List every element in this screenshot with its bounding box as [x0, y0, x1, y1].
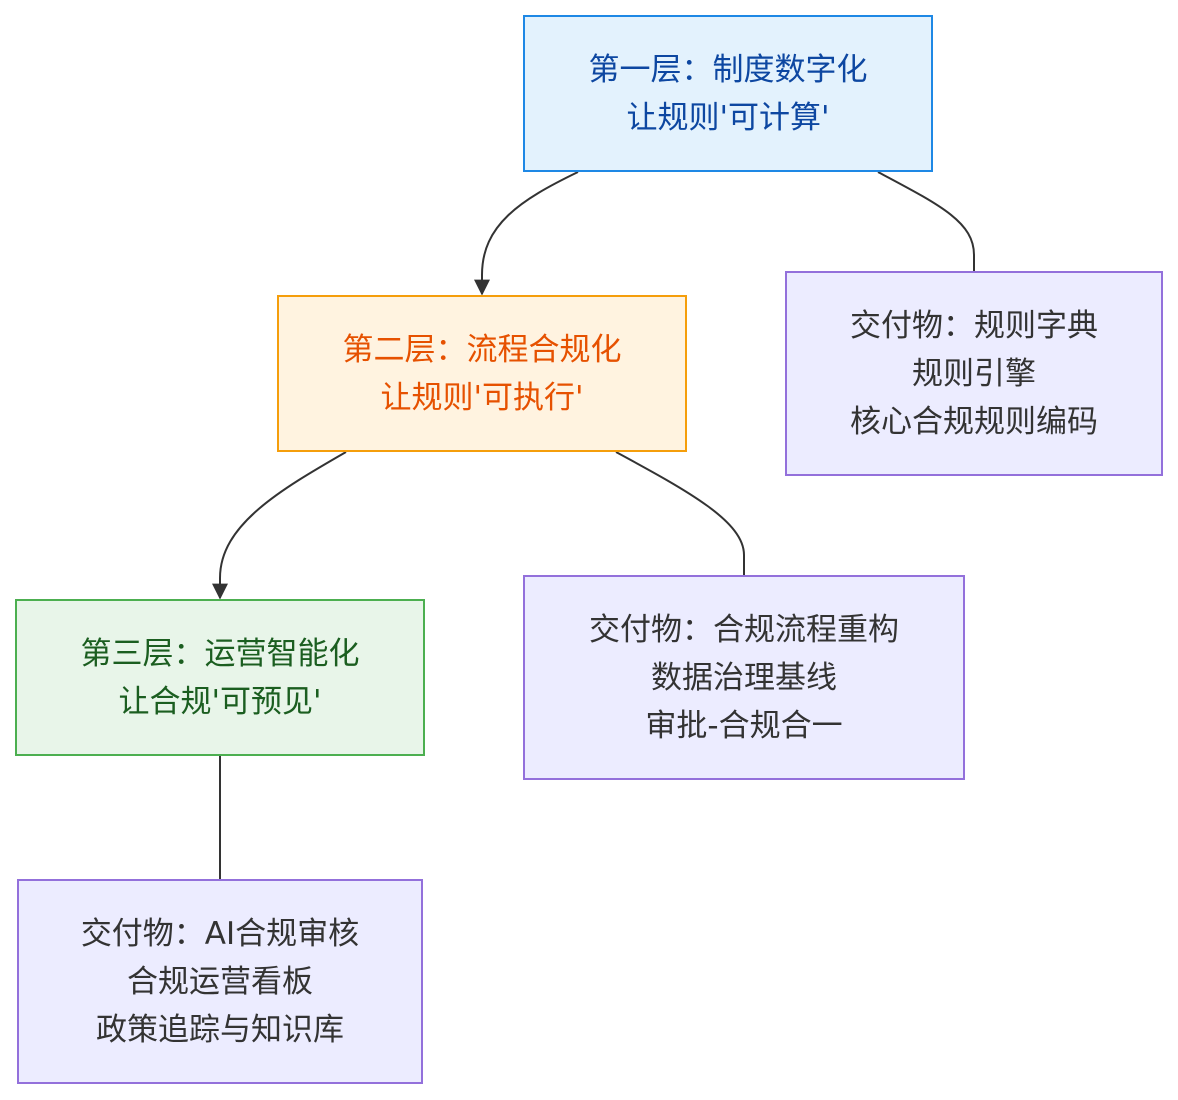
deliverable1-line2: 规则引擎 — [912, 355, 1036, 392]
edge-layer2-to-deliverable2 — [615, 451, 745, 575]
deliverable3-node: 交付物：AI合规审核 合规运营看板 政策追踪与知识库 — [17, 879, 423, 1084]
edge-layer1-to-layer2 — [474, 171, 579, 296]
deliverable1-node: 交付物：规则字典 规则引擎 核心合规规则编码 — [785, 271, 1163, 476]
layer3-subtitle: 让合规'可预见' — [118, 683, 322, 720]
deliverable3-line2: 合规运营看板 — [127, 963, 313, 1000]
edge-layer1-to-deliverable1 — [877, 171, 975, 271]
layer3-node: 第三层：运营智能化 让合规'可预见' — [15, 599, 425, 756]
deliverable2-node: 交付物：合规流程重构 数据治理基线 审批-合规合一 — [523, 575, 965, 780]
deliverable1-line1: 交付物：规则字典 — [850, 307, 1098, 344]
deliverable2-line2: 数据治理基线 — [651, 659, 837, 696]
layer3-title: 第三层：运营智能化 — [80, 635, 360, 672]
deliverable2-line3: 审批-合规合一 — [645, 707, 843, 744]
layer1-subtitle: 让规则'可计算' — [626, 99, 830, 136]
layer2-subtitle: 让规则'可执行' — [380, 379, 584, 416]
deliverable1-line3: 核心合规规则编码 — [850, 403, 1098, 440]
deliverable3-line3: 政策追踪与知识库 — [96, 1011, 344, 1048]
layer1-node: 第一层：制度数字化 让规则'可计算' — [523, 15, 933, 172]
layer2-title: 第二层：流程合规化 — [342, 331, 622, 368]
layer1-title: 第一层：制度数字化 — [588, 51, 868, 88]
edge-layer2-to-layer3 — [212, 451, 347, 600]
layer2-node: 第二层：流程合规化 让规则'可执行' — [277, 295, 687, 452]
deliverable3-line1: 交付物：AI合规审核 — [80, 915, 360, 952]
deliverable2-line1: 交付物：合规流程重构 — [589, 611, 899, 648]
